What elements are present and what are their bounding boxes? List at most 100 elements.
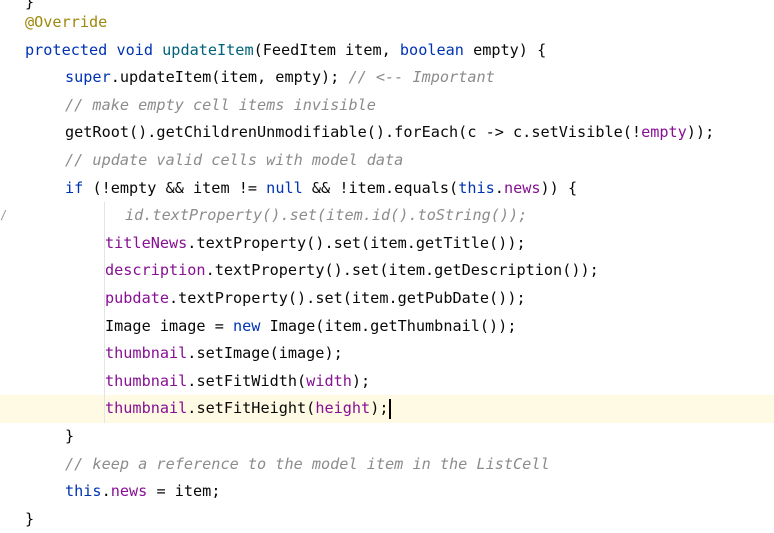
code-token: .textProperty().set(item.getPubDate());: [169, 289, 526, 307]
code-token: this: [458, 178, 495, 197]
code-line[interactable]: / id.textProperty().set(item.id().toStrin…: [0, 202, 774, 230]
gutter-marker: /: [0, 208, 8, 223]
code-token: pubdate: [105, 289, 170, 307]
code-text: Image image = new Image(item.getThumbnai…: [105, 313, 516, 341]
code-token: Image image =: [105, 316, 234, 335]
code-line[interactable]: // keep a reference to the model item in…: [0, 451, 774, 479]
indent-guide: [104, 229, 105, 258]
code-token: // keep a reference to the model item in…: [65, 454, 550, 473]
code-text: }: [25, 506, 34, 533]
code-line[interactable]: Image image = new Image(item.getThumbnai…: [0, 312, 774, 341]
code-line[interactable]: }: [0, 506, 774, 533]
code-token: empty: [641, 123, 687, 142]
code-text: protected void updateItem(FeedItem item,…: [25, 37, 546, 65]
code-line[interactable]: // update valid cells with model data: [0, 147, 774, 175]
code-text: }: [65, 423, 74, 451]
indent-guide: [104, 285, 105, 313]
code-token: height: [315, 399, 371, 418]
code-line[interactable]: protected void updateItem(FeedItem item,…: [0, 37, 774, 65]
code-token: titleNews: [105, 233, 188, 252]
code-token: );: [370, 399, 389, 418]
code-line[interactable]: // make empty cell items invisible: [0, 92, 774, 120]
code-token: news: [110, 482, 148, 501]
code-line[interactable]: this.news = item;: [0, 478, 774, 506]
code-text: this.news = item;: [65, 478, 220, 506]
code-line[interactable]: @Override: [0, 9, 774, 37]
code-line[interactable]: getRoot().getChildrenUnmodifiable().forE…: [0, 119, 774, 147]
code-line[interactable]: super.updateItem(item, empty); // <-- Im…: [0, 64, 774, 92]
code-token: .textProperty().set(item.getDescription(…: [205, 261, 599, 280]
code-token: null: [266, 178, 312, 197]
code-token: news: [503, 178, 541, 197]
code-token: ));: [686, 123, 715, 142]
code-token: void: [116, 40, 163, 59]
code-token: updateItem: [162, 40, 254, 59]
code-token: (FeedItem item,: [253, 40, 400, 59]
indent-guide: [104, 257, 105, 285]
code-line[interactable]: thumbnail.setImage(image);: [0, 340, 774, 368]
code-token: thumbnail: [105, 371, 188, 390]
code-token: .updateItem(item, empty);: [110, 68, 349, 87]
code-token: // make empty cell items invisible: [65, 95, 376, 114]
code-token: = item;: [147, 482, 221, 501]
code-token: getRoot().getChildrenUnmodifiable().forE…: [65, 123, 642, 142]
code-text: // update valid cells with model data: [65, 147, 403, 175]
code-text: if (!empty && item != null && !item.equa…: [65, 175, 577, 203]
code-line[interactable]: thumbnail.setFitHeight(height);: [0, 395, 774, 423]
code-token: protected: [25, 40, 117, 59]
code-line[interactable]: thumbnail.setFitWidth(width);: [0, 367, 774, 396]
code-text: super.updateItem(item, empty); // <-- Im…: [65, 64, 495, 92]
code-token: description: [105, 261, 206, 280]
code-text: // make empty cell items invisible: [65, 92, 376, 120]
code-text: getRoot().getChildrenUnmodifiable().forE…: [65, 119, 714, 147]
code-token: .: [101, 482, 111, 501]
code-token: && !item.equals(: [311, 178, 459, 197]
code-token: .textProperty().set(item.getTitle());: [187, 233, 526, 252]
code-token: );: [351, 371, 371, 390]
code-text: pubdate.textProperty().set(item.getPubDa…: [105, 285, 526, 313]
code-token: @Override: [25, 13, 108, 31]
code-line[interactable]: titleNews.textProperty().set(item.getTit…: [0, 229, 774, 258]
code-token: // update valid cells with model data: [65, 151, 404, 169]
code-token: }: [65, 427, 75, 445]
code-text: // keep a reference to the model item in…: [65, 451, 550, 479]
code-token: this: [65, 482, 102, 501]
code-token: .: [494, 178, 504, 197]
indent-guide: [104, 202, 105, 230]
code-token: thumbnail: [105, 399, 188, 418]
code-text: thumbnail.setImage(image);: [105, 340, 343, 368]
code-text: @Override: [25, 9, 107, 37]
code-text: titleNews.textProperty().set(item.getTit…: [105, 230, 526, 258]
code-text: }: [25, 0, 34, 17]
code-text: id.textProperty().set(item.id().toString…: [125, 202, 527, 230]
code-token: )) {: [540, 178, 578, 197]
code-token: if: [65, 178, 93, 197]
code-token: .setFitHeight(: [187, 399, 316, 418]
code-token: }: [25, 0, 35, 11]
code-token: .setImage(image);: [187, 344, 343, 363]
code-token: boolean: [399, 40, 474, 59]
code-token: .setFitWidth(: [187, 371, 307, 390]
code-token: empty) {: [473, 40, 547, 59]
code-token: super: [65, 68, 111, 87]
code-token: }: [25, 509, 35, 528]
code-line[interactable]: if (!empty && item != null && !item.equa…: [0, 175, 774, 203]
code-text: thumbnail.setFitHeight(height);: [105, 395, 392, 423]
code-line[interactable]: }: [0, 0, 774, 17]
code-token: Image(item.getThumbnail());: [269, 316, 517, 335]
indent-guide: [104, 395, 105, 423]
indent-guide: [104, 340, 105, 368]
code-line[interactable]: description.textProperty().set(item.getD…: [0, 257, 774, 285]
indent-guide: [104, 367, 105, 396]
text-caret: [389, 398, 392, 419]
indent-guide: [104, 312, 105, 341]
code-line[interactable]: pubdate.textProperty().set(item.getPubDa…: [0, 285, 774, 313]
code-token: width: [306, 371, 352, 390]
code-text: thumbnail.setFitWidth(width);: [105, 368, 370, 396]
code-token: id.textProperty().set(item.id().toString…: [125, 206, 528, 225]
code-token: thumbnail: [105, 344, 188, 363]
code-token: new: [233, 316, 270, 335]
code-line[interactable]: }: [0, 423, 774, 451]
code-text: description.textProperty().set(item.getD…: [105, 257, 599, 285]
